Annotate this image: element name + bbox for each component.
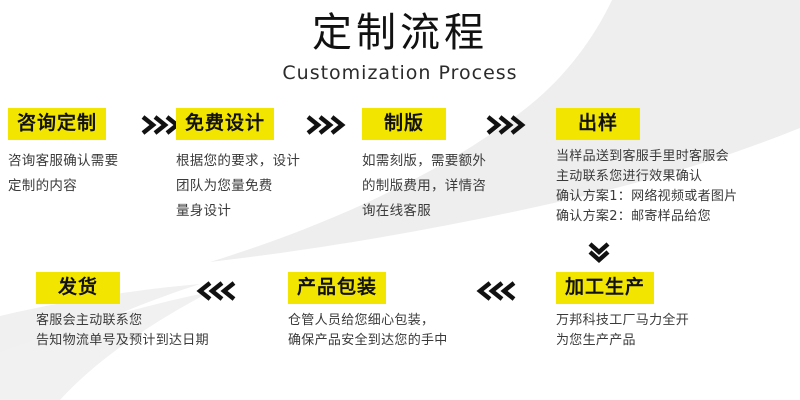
step-plate-making-label: 制版 [362, 108, 447, 140]
step-consult-label: 咨询定制 [8, 108, 107, 140]
step-free-design-desc: 根据您的要求，设计 团队为您量免费 量身设计 [176, 153, 301, 219]
step-sample-label: 出样 [556, 108, 641, 140]
step-production-desc: 万邦科技工厂马力全开 为您生产产品 [556, 313, 690, 348]
double-chevron-down-icon [586, 241, 612, 263]
triple-chevron-right-icon [304, 113, 346, 137]
step-shipping-label: 发货 [36, 272, 121, 304]
step-packaging-label: 产品包装 [288, 272, 387, 304]
triple-chevron-left-icon [476, 279, 518, 303]
triple-chevron-right-icon [139, 113, 181, 137]
step-production-label: 加工生产 [556, 272, 655, 304]
page-title: 定制流程 [312, 10, 488, 56]
step-free-design-label: 免费设计 [176, 108, 275, 140]
step-plate-making-desc: 如需刻版，需要额外 的制版费用，详情咨 询在线客服 [362, 153, 487, 219]
step-production: 加工生产 万邦科技工厂马力全开 为您生产产品 [556, 272, 796, 351]
triple-chevron-right-icon [484, 113, 526, 137]
step-consult-desc: 咨询客服确认需要 定制的内容 [8, 153, 119, 194]
page-title-block: 定制流程 Customization Process [0, 8, 800, 86]
step-sample-desc: 当样品送到客服手里时客服会 主动联系您进行效果确认 确认方案1：网络视频或者图片… [556, 149, 738, 224]
step-shipping-desc: 客服会主动联系您 告知物流单号及预计到达日期 [36, 313, 209, 348]
step-packaging-desc: 仓管人员给您细心包装， 确保产品安全到达您的手中 [288, 313, 448, 348]
triple-chevron-left-icon [196, 279, 238, 303]
step-sample: 出样 当样品送到客服手里时客服会 主动联系您进行效果确认 确认方案1：网络视频或… [556, 108, 800, 227]
page-subtitle: Customization Process [282, 62, 518, 84]
